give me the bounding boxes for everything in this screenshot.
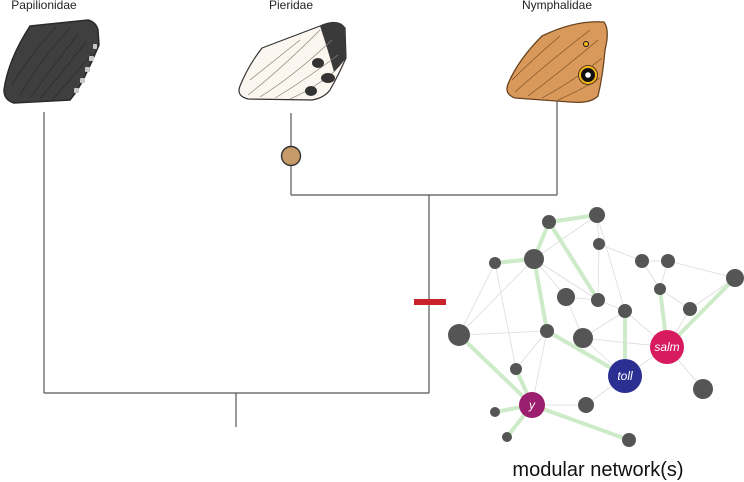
- network-node-14: [573, 328, 593, 348]
- network-edge-0: [547, 213, 599, 224]
- network-edge-38: [547, 220, 600, 302]
- hub-circle-y: [519, 392, 545, 418]
- hub-node-y: y: [519, 392, 545, 418]
- network-edge-27: [530, 403, 631, 442]
- network-node-21: [622, 433, 636, 447]
- network-hubs: salm toll y: [519, 330, 684, 418]
- network-nodes: [448, 207, 744, 447]
- network-node-19: [490, 407, 500, 417]
- network-node-15: [448, 324, 470, 346]
- network-node-16: [510, 363, 522, 375]
- network-edge-36: [458, 258, 535, 336]
- pierid-wing-illustration: [238, 21, 347, 101]
- taxon-label-papilionidae: Papilionidae: [11, 0, 77, 12]
- network-node-6: [661, 254, 675, 268]
- network-caption: modular network(s): [512, 459, 683, 481]
- network-edge-32: [533, 214, 598, 260]
- network-node-1: [542, 215, 556, 229]
- taxon-label-nymphalidae: Nymphalidae: [522, 0, 592, 12]
- network-node-7: [726, 269, 744, 287]
- network-node-4: [489, 257, 501, 269]
- papilionid-wing-illustration: [3, 19, 100, 104]
- network-edge-19: [458, 330, 548, 336]
- network-edge-33: [597, 243, 600, 301]
- network-node-11: [654, 283, 666, 295]
- hub-node-toll: toll: [608, 359, 642, 393]
- origin-marker-icon: [280, 145, 302, 167]
- network-node-20: [502, 432, 512, 442]
- network-edge-43: [596, 214, 626, 312]
- network-node-5: [635, 254, 649, 268]
- network-edge-42: [515, 330, 548, 370]
- hub-label-y: y: [528, 398, 536, 412]
- network-node-2: [593, 238, 605, 250]
- network-edge-12: [689, 277, 736, 310]
- network-node-13: [540, 324, 554, 338]
- loss-marker-icon: [414, 299, 446, 305]
- network-edge-40: [667, 260, 736, 279]
- network-edge-23: [457, 333, 534, 407]
- hub-label-toll: toll: [617, 369, 633, 383]
- network-node-18: [578, 397, 594, 413]
- network-edge-37: [458, 262, 496, 336]
- network-node-17: [693, 379, 713, 399]
- network-edge-6: [532, 257, 549, 333]
- network-node-0: [589, 207, 605, 223]
- network-edge-7: [494, 262, 517, 370]
- hub-circle-toll: [608, 359, 642, 393]
- taxon-label-pieridae: Pieridae: [269, 0, 313, 12]
- network-node-12: [683, 302, 697, 316]
- nymphalid-wing-illustration: [506, 21, 608, 104]
- network-edge-5: [533, 258, 599, 301]
- hub-label-salm: salm: [654, 340, 679, 354]
- hub-node-salm: salm: [650, 330, 684, 364]
- network-node-9: [591, 293, 605, 307]
- phylogeny-branches: [43, 101, 558, 427]
- network-node-3: [524, 249, 544, 269]
- network-node-10: [618, 304, 632, 318]
- modular-network: salm toll y: [448, 207, 744, 447]
- hub-circle-salm: [650, 330, 684, 364]
- network-node-8: [557, 288, 575, 306]
